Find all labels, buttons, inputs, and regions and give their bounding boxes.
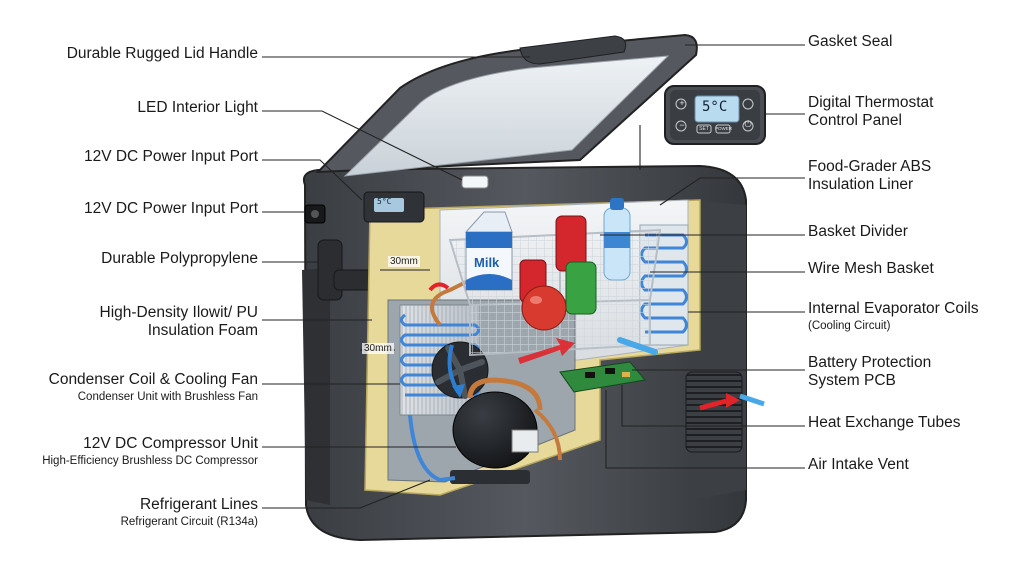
thermostat-power-button[interactable]: POWER — [715, 126, 733, 131]
milk-carton-label: Milk — [474, 255, 500, 270]
label-refrigerant-text: Refrigerant Lines — [139, 496, 258, 513]
refrigerant-line-copper — [430, 278, 471, 327]
thermostat-panel — [664, 85, 766, 145]
label-condenser-subtext: Condenser Unit with Brushless Fan — [77, 391, 258, 404]
airflow-arrows — [428, 282, 765, 411]
thermostat-power-icon[interactable]: ⏻ — [744, 119, 752, 129]
label-basket-divider-text: Basket Divider — [808, 223, 908, 240]
label-wire-basket: Wire Mesh Basket — [808, 260, 934, 278]
label-thermostat-text: Control Panel — [808, 112, 902, 130]
label-air-intake: Air Intake Vent — [808, 456, 909, 474]
compressor-unit — [450, 377, 562, 484]
thermostat-set-button[interactable]: SET — [699, 126, 709, 132]
label-lid-handle: Durable Rugged Lid Handle — [67, 45, 258, 63]
condenser-coil — [399, 304, 489, 416]
label-evaporator-text: Internal Evaporator Coils — [808, 300, 979, 317]
refrigerant-line-blue — [408, 414, 456, 483]
label-pu-foam-text: Insulation Foam — [147, 322, 258, 340]
battery-pcb-board — [559, 361, 646, 393]
label-heat-exchange: Heat Exchange Tubes — [808, 414, 961, 432]
label-gasket: Gasket Seal — [808, 33, 892, 51]
label-battery-pcb-text: System PCB — [808, 372, 896, 390]
apple — [521, 285, 567, 331]
lid-inner-panel — [343, 55, 670, 177]
body-control-panel — [363, 191, 425, 223]
left-bumper — [302, 268, 330, 505]
label-basket-divider: Basket Divider — [808, 223, 908, 241]
label-pu-foam-text: High-Density Ilowit/ PU — [99, 304, 259, 321]
body-panel-display-text: 5°C — [377, 197, 392, 206]
label-compressor-text: 12V DC Compressor Unit — [83, 435, 258, 452]
label-polypropylene-text: Durable Polypropylene — [101, 250, 258, 267]
label-power-port-2: 12V DC Power Input Port — [84, 200, 258, 218]
label-power-port-2-text: 12V DC Power Input Port — [83, 200, 258, 217]
label-polypropylene: Durable Polypropylene — [101, 250, 258, 268]
label-wire-basket-text: Wire Mesh Basket — [808, 260, 934, 277]
thermostat-display-text: 5°C — [702, 99, 728, 115]
label-abs-liner-text: Food-Grader ABS — [808, 158, 932, 175]
water-bottle — [603, 198, 631, 281]
label-power-port-1: 12V DC Power Input Port — [84, 148, 258, 166]
green-can — [565, 261, 597, 315]
milk-carton — [464, 211, 513, 291]
label-gasket-text: Gasket Seal — [808, 33, 893, 50]
label-lid-handle-text: Durable Rugged Lid Handle — [66, 45, 258, 62]
food-items — [464, 198, 631, 331]
air-intake-vent-grille — [685, 371, 743, 453]
dimension-wall-side: 30mm — [362, 343, 394, 354]
dimension-wall-top: 30mm — [388, 256, 420, 267]
label-evaporator-subtext: (Cooling Circuit) — [808, 320, 891, 333]
label-compressor-subtext: High-Efficiency Brushless DC Compressor — [42, 455, 258, 468]
label-heat-exchange-text: Heat Exchange Tubes — [808, 414, 961, 431]
thermostat-plus-button[interactable]: + — [679, 98, 685, 108]
label-evaporator: Internal Evaporator Coils (Cooling Circui… — [808, 300, 979, 334]
label-air-intake-text: Air Intake Vent — [808, 456, 909, 473]
label-led-light: LED Interior Light — [137, 99, 258, 117]
led-interior-light — [461, 175, 489, 189]
label-battery-pcb-text: Battery Protection — [808, 354, 932, 371]
side-handle — [317, 239, 375, 301]
label-condenser-text: Condenser Coil & Cooling Fan — [48, 371, 258, 388]
label-refrigerant-subtext: Refrigerant Circuit (R134a) — [120, 516, 258, 529]
label-thermostat-text: Digital Thermostat — [808, 94, 934, 111]
label-led-light-text: LED Interior Light — [137, 99, 258, 116]
thermostat-minus-button[interactable]: − — [679, 120, 685, 130]
leader-lines — [262, 44, 805, 509]
lid — [315, 33, 698, 189]
label-power-port-1-text: 12V DC Power Input Port — [83, 148, 258, 165]
label-abs-liner-text: Insulation Liner — [808, 176, 914, 194]
